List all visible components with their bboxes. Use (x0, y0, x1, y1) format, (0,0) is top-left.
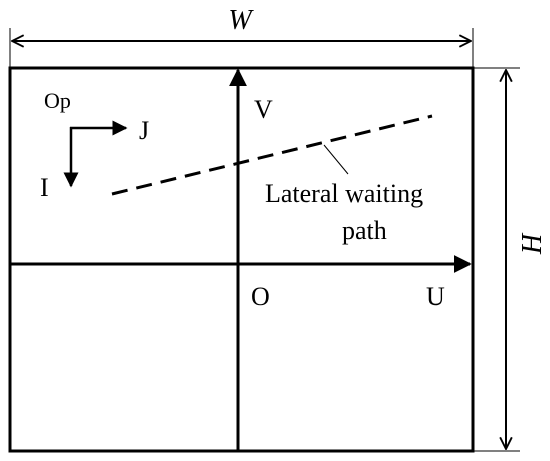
path-label-line2: path (342, 216, 387, 245)
path-leader-line (323, 144, 349, 175)
origin-op-label: Op (44, 88, 71, 113)
height-label: H (517, 232, 548, 255)
i-label: I (40, 173, 49, 202)
j-label: J (139, 116, 149, 145)
u-label: U (426, 282, 445, 311)
path-label-line1: Lateral waiting (265, 179, 423, 208)
width-label: W (228, 5, 254, 36)
origin-o-label: O (251, 282, 270, 311)
image-frame-border (8, 66, 475, 453)
v-label: V (254, 95, 273, 124)
lateral-waiting-path (111, 114, 433, 196)
